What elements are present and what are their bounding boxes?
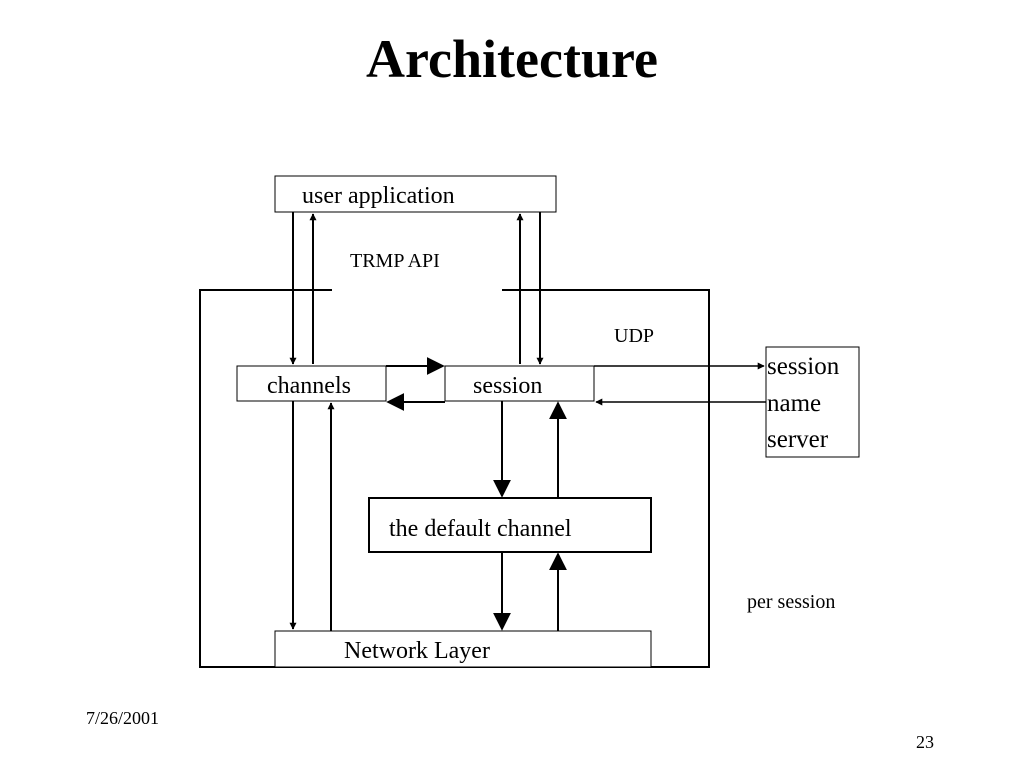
- user-application-box: user application: [274, 175, 557, 213]
- session-name-server-box: session name server: [765, 346, 860, 458]
- network-layer-label: Network Layer: [344, 638, 490, 664]
- session-name-server-line-2: name: [767, 390, 821, 417]
- slide-date: 7/26/2001: [86, 708, 160, 728]
- session-box: session: [444, 365, 595, 402]
- per-session-label: per session: [747, 591, 835, 613]
- channels-label: channels: [267, 373, 351, 399]
- slide-page-number: 23: [916, 732, 934, 752]
- slide-title: Architecture: [366, 29, 658, 89]
- channels-box: channels: [236, 365, 387, 402]
- default-channel-box: the default channel: [368, 497, 652, 553]
- user-application-label: user application: [302, 183, 455, 209]
- default-channel-label: the default channel: [389, 516, 572, 542]
- trmp-api-label: TRMP API: [350, 250, 440, 272]
- session-name-server-line-1: session: [767, 353, 840, 380]
- session-label: session: [473, 373, 542, 399]
- session-name-server-line-3: server: [767, 426, 829, 453]
- udp-label: UDP: [614, 325, 654, 347]
- network-layer-box: Network Layer: [274, 630, 652, 668]
